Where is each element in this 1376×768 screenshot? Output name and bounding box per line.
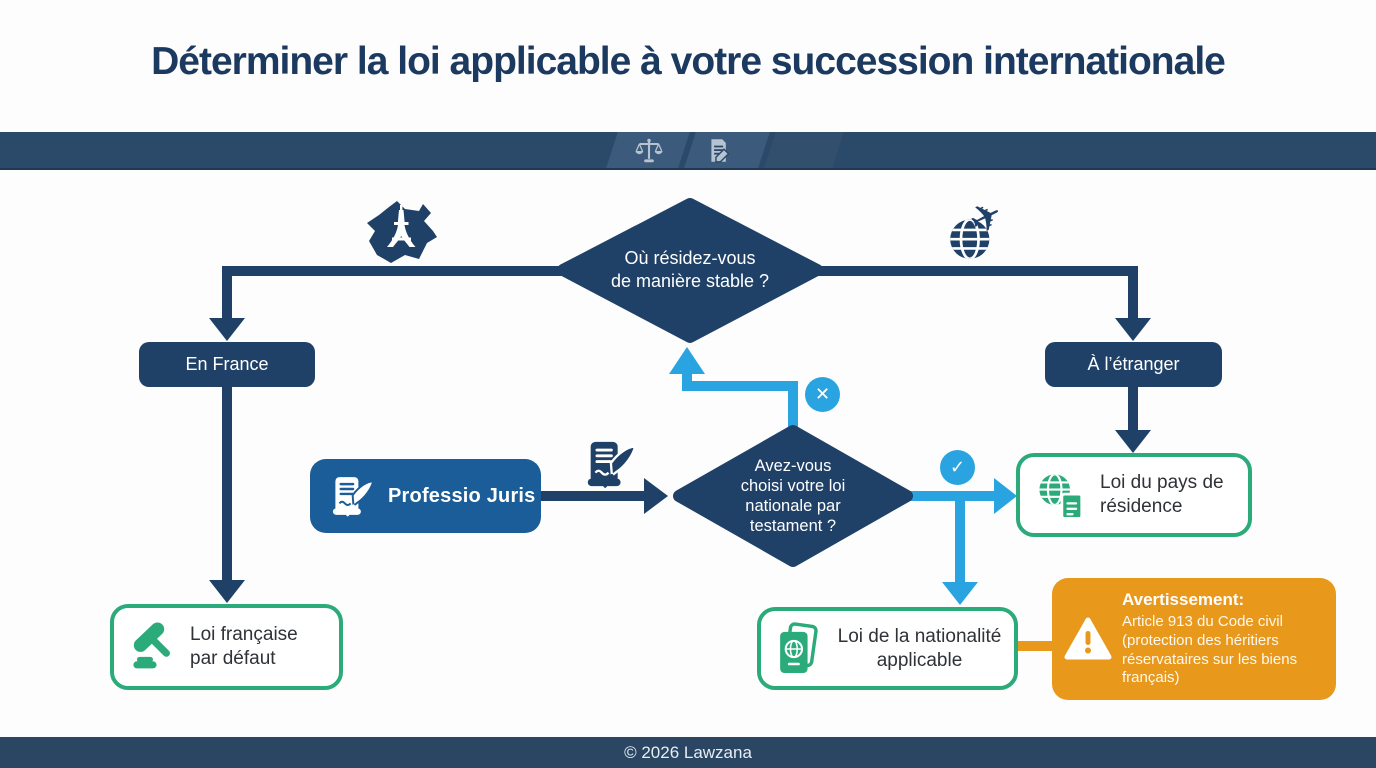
- outcome-loi-nationalite: Loi de la nationalité applicable: [757, 607, 1018, 690]
- page-title: Déterminer la loi applicable à votre suc…: [151, 40, 1226, 83]
- footer-bar: © 2026 Lawzana: [0, 737, 1376, 768]
- outcome-loi-francaise: Loi française par défaut: [110, 604, 343, 690]
- warning-text: Avertissement: Article 913 du Code civil…: [1122, 590, 1322, 689]
- outcome-loi-residence: Loi du pays de résidence: [1016, 453, 1252, 537]
- scales-of-justice-icon: [635, 138, 663, 163]
- header-ribbon: [0, 132, 1376, 170]
- no-badge: ✕: [805, 377, 840, 412]
- node-en-france: En France: [139, 342, 315, 387]
- node-etranger: À l’étranger: [1045, 342, 1222, 387]
- warning-body: Article 913 du Code civil (protection de…: [1122, 612, 1298, 687]
- testament-scroll-icon: [587, 441, 636, 488]
- warning-triangle-icon: [1064, 617, 1112, 660]
- copyright-text: © 2026 Lawzana: [624, 743, 752, 762]
- x-icon: ✕: [814, 384, 831, 404]
- gavel-icon: [133, 622, 170, 669]
- yes-badge: ✓: [940, 450, 975, 485]
- document-edit-icon: [711, 139, 730, 163]
- outcome-loi-residence-text: Loi du pays de résidence: [1100, 472, 1224, 517]
- check-icon: ✓: [949, 457, 966, 477]
- outcome-loi-nationalite-text: Loi de la nationalité applicable: [837, 625, 1002, 671]
- globe-plane-icon: ✈: [950, 200, 1010, 259]
- decision-testament-text: Avez-vous choisi votre loi nationale par…: [740, 457, 846, 536]
- decision-residence-diamond: [557, 198, 823, 343]
- warning-box: Avertissement: Article 913 du Code civil…: [1052, 578, 1336, 700]
- blue-arrowheads: [669, 347, 1017, 605]
- passport-icon: [780, 621, 818, 673]
- blue-connectors: [682, 372, 996, 584]
- decision-testament-diamond: [673, 425, 913, 567]
- orange-connector: [1012, 641, 1060, 651]
- professio-scroll-icon: [332, 477, 374, 517]
- globe-document-icon: [1039, 474, 1084, 520]
- warning-title: Avertissement:: [1122, 589, 1245, 609]
- node-professio-juris: Professio Juris: [310, 459, 541, 533]
- navy-arrowheads: [209, 318, 1151, 603]
- outcome-loi-francaise-text: Loi française par défaut: [190, 624, 298, 669]
- decision-residence-text: Où résidez-vous de manière stable ?: [610, 248, 770, 292]
- france-map-icon: [367, 201, 437, 263]
